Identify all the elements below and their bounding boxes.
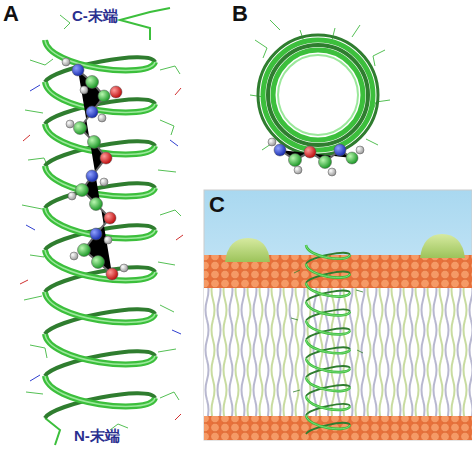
panel-letter: C: [209, 193, 225, 217]
panel-letter: B: [232, 2, 248, 26]
membrane-panel: [204, 190, 472, 440]
helix-a: [20, 8, 183, 445]
panel-letter: A: [3, 2, 19, 26]
helix-b: [250, 20, 390, 176]
terminus-label: N-末端: [74, 428, 120, 445]
terminus-label: C-末端: [72, 8, 118, 25]
